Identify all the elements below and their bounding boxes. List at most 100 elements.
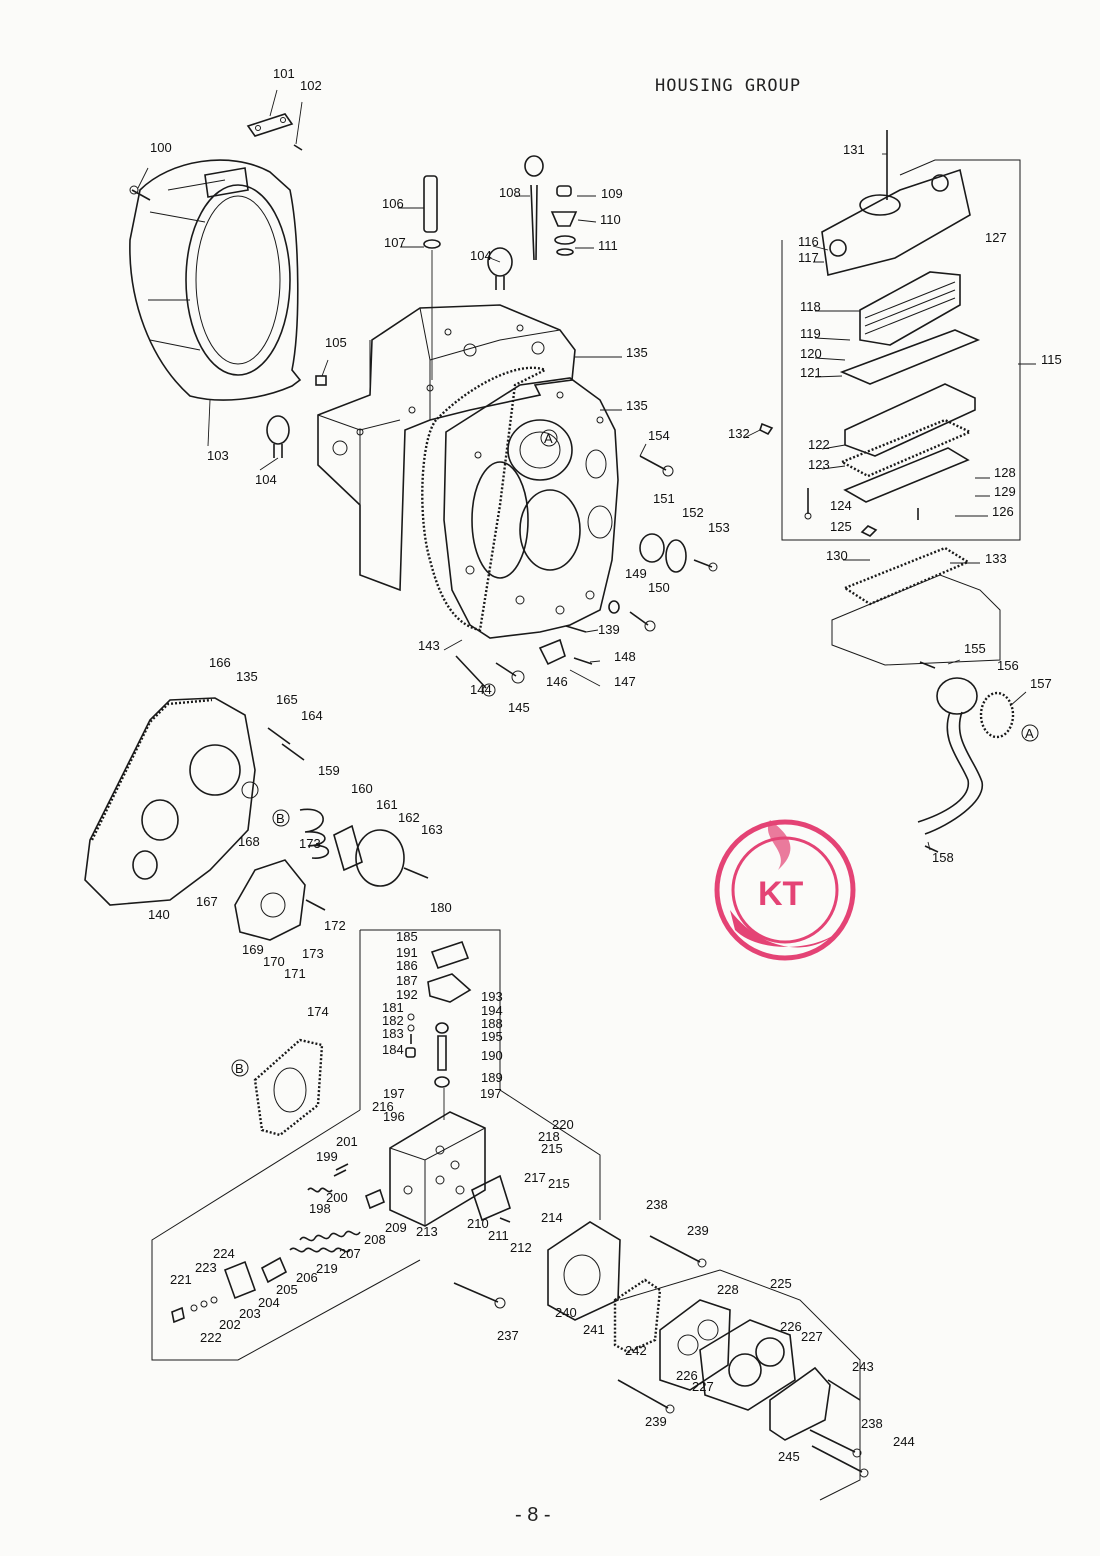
bolt-head-100	[129, 185, 139, 195]
callout-c238b: 238	[861, 1416, 883, 1431]
callout-c189: 189	[481, 1070, 503, 1085]
reference-mark-b-gasket: B	[231, 1059, 249, 1077]
callout-c126: 126	[992, 504, 1014, 519]
callout-c115: 115	[1041, 352, 1062, 367]
callout-c118: 118	[800, 299, 821, 314]
callout-c182: 182	[382, 1013, 404, 1028]
callout-c111: 111	[598, 238, 618, 253]
callout-c200: 200	[326, 1190, 348, 1205]
callout-c227b: 227	[692, 1379, 714, 1394]
callout-c158: 158	[932, 850, 954, 865]
callout-c242: 242	[625, 1343, 647, 1358]
reference-mark-a-housing: A	[540, 429, 558, 447]
callout-c147: 147	[614, 674, 636, 689]
callout-c131: 131	[843, 142, 865, 157]
cover-162	[355, 829, 405, 887]
callout-c219: 219	[316, 1261, 338, 1276]
gearbox-cover-166	[84, 697, 259, 906]
callout-c144: 144	[470, 682, 492, 697]
callout-c162: 162	[398, 810, 420, 825]
callout-c192: 192	[396, 987, 418, 1002]
callout-c167: 167	[196, 894, 218, 909]
bolt-163	[403, 867, 429, 879]
bolt-172	[305, 899, 326, 911]
callout-c206: 206	[296, 1270, 318, 1285]
callout-c102: 102	[300, 78, 322, 93]
gasket-143	[421, 366, 548, 632]
callout-c104b: 104	[470, 248, 492, 263]
callout-c225: 225	[770, 1276, 792, 1291]
callout-c150: 150	[648, 580, 670, 595]
transmission-housing-135	[317, 304, 576, 592]
bracket-169	[234, 859, 306, 941]
plug-105	[315, 375, 327, 386]
svg-text:A: A	[1025, 726, 1034, 741]
callout-c226b: 226	[676, 1368, 698, 1383]
callout-c239a: 239	[687, 1223, 709, 1238]
callout-c103: 103	[207, 448, 229, 463]
callout-c181: 181	[382, 1000, 404, 1015]
callout-c214: 214	[541, 1210, 563, 1225]
callout-c116: 116	[798, 234, 819, 249]
callout-c155: 155	[964, 641, 986, 656]
suction-pipe-156	[917, 661, 1015, 853]
callout-c154: 154	[648, 428, 670, 443]
callout-c207: 207	[339, 1246, 361, 1261]
callout-c169: 169	[242, 942, 264, 957]
callout-c163: 163	[421, 822, 443, 837]
callout-c186: 186	[396, 958, 418, 973]
callout-c124: 124	[830, 498, 852, 513]
callout-c159: 159	[318, 763, 340, 778]
callout-c128: 128	[994, 465, 1016, 480]
svg-text:B: B	[235, 1061, 244, 1076]
callout-c108: 108	[499, 185, 521, 200]
callout-c140: 140	[148, 907, 170, 922]
front-cover-plate	[443, 377, 619, 639]
pump-group-225	[453, 1221, 869, 1501]
spring-159	[299, 808, 330, 859]
callout-c172: 172	[324, 918, 346, 933]
callout-c166: 166	[209, 655, 231, 670]
callout-c143: 143	[418, 638, 440, 653]
callout-c215b: 215	[548, 1176, 570, 1191]
callout-c202: 202	[219, 1317, 241, 1332]
callout-c132: 132	[728, 426, 750, 441]
callout-c119: 119	[800, 326, 821, 341]
callout-c117: 117	[798, 250, 819, 265]
oil-cooler-group-115	[759, 130, 1021, 541]
callout-c107: 107	[384, 235, 406, 250]
callout-c161: 161	[376, 797, 398, 812]
callout-c190: 190	[481, 1048, 503, 1063]
callout-c199: 199	[316, 1149, 338, 1164]
callout-c146: 146	[546, 674, 568, 689]
callout-c125: 125	[830, 519, 852, 534]
callout-c135a: 135	[626, 345, 648, 360]
callout-c105: 105	[325, 335, 347, 350]
callout-c100: 100	[150, 140, 172, 155]
callout-c148: 148	[614, 649, 636, 664]
callout-c216: 216	[372, 1099, 394, 1114]
callout-c156: 156	[997, 658, 1019, 673]
callout-c220: 220	[552, 1117, 574, 1132]
callout-c223: 223	[195, 1260, 217, 1275]
gasket-133	[831, 546, 1001, 666]
control-valve-group-180	[151, 929, 601, 1361]
callout-c211: 211	[488, 1228, 509, 1243]
callout-c215a: 215	[541, 1141, 563, 1156]
callout-c127: 127	[985, 230, 1007, 245]
bolt-165	[267, 727, 291, 745]
callout-c239b: 239	[645, 1414, 667, 1429]
cover-plate-101	[246, 113, 303, 151]
reference-mark-a-pipe: A	[1021, 724, 1039, 742]
callout-c197b: 197	[480, 1086, 502, 1101]
callout-c237: 237	[497, 1328, 519, 1343]
breather-106	[423, 175, 441, 380]
callout-c197a: 197	[383, 1086, 405, 1101]
callout-c243: 243	[852, 1359, 874, 1374]
callout-c184: 184	[382, 1042, 404, 1057]
page-title: HOUSING GROUP	[655, 76, 802, 96]
callout-c121: 121	[800, 365, 822, 380]
callout-c183: 183	[382, 1026, 404, 1041]
callout-c210: 210	[467, 1216, 489, 1231]
callout-c198: 198	[309, 1201, 331, 1216]
